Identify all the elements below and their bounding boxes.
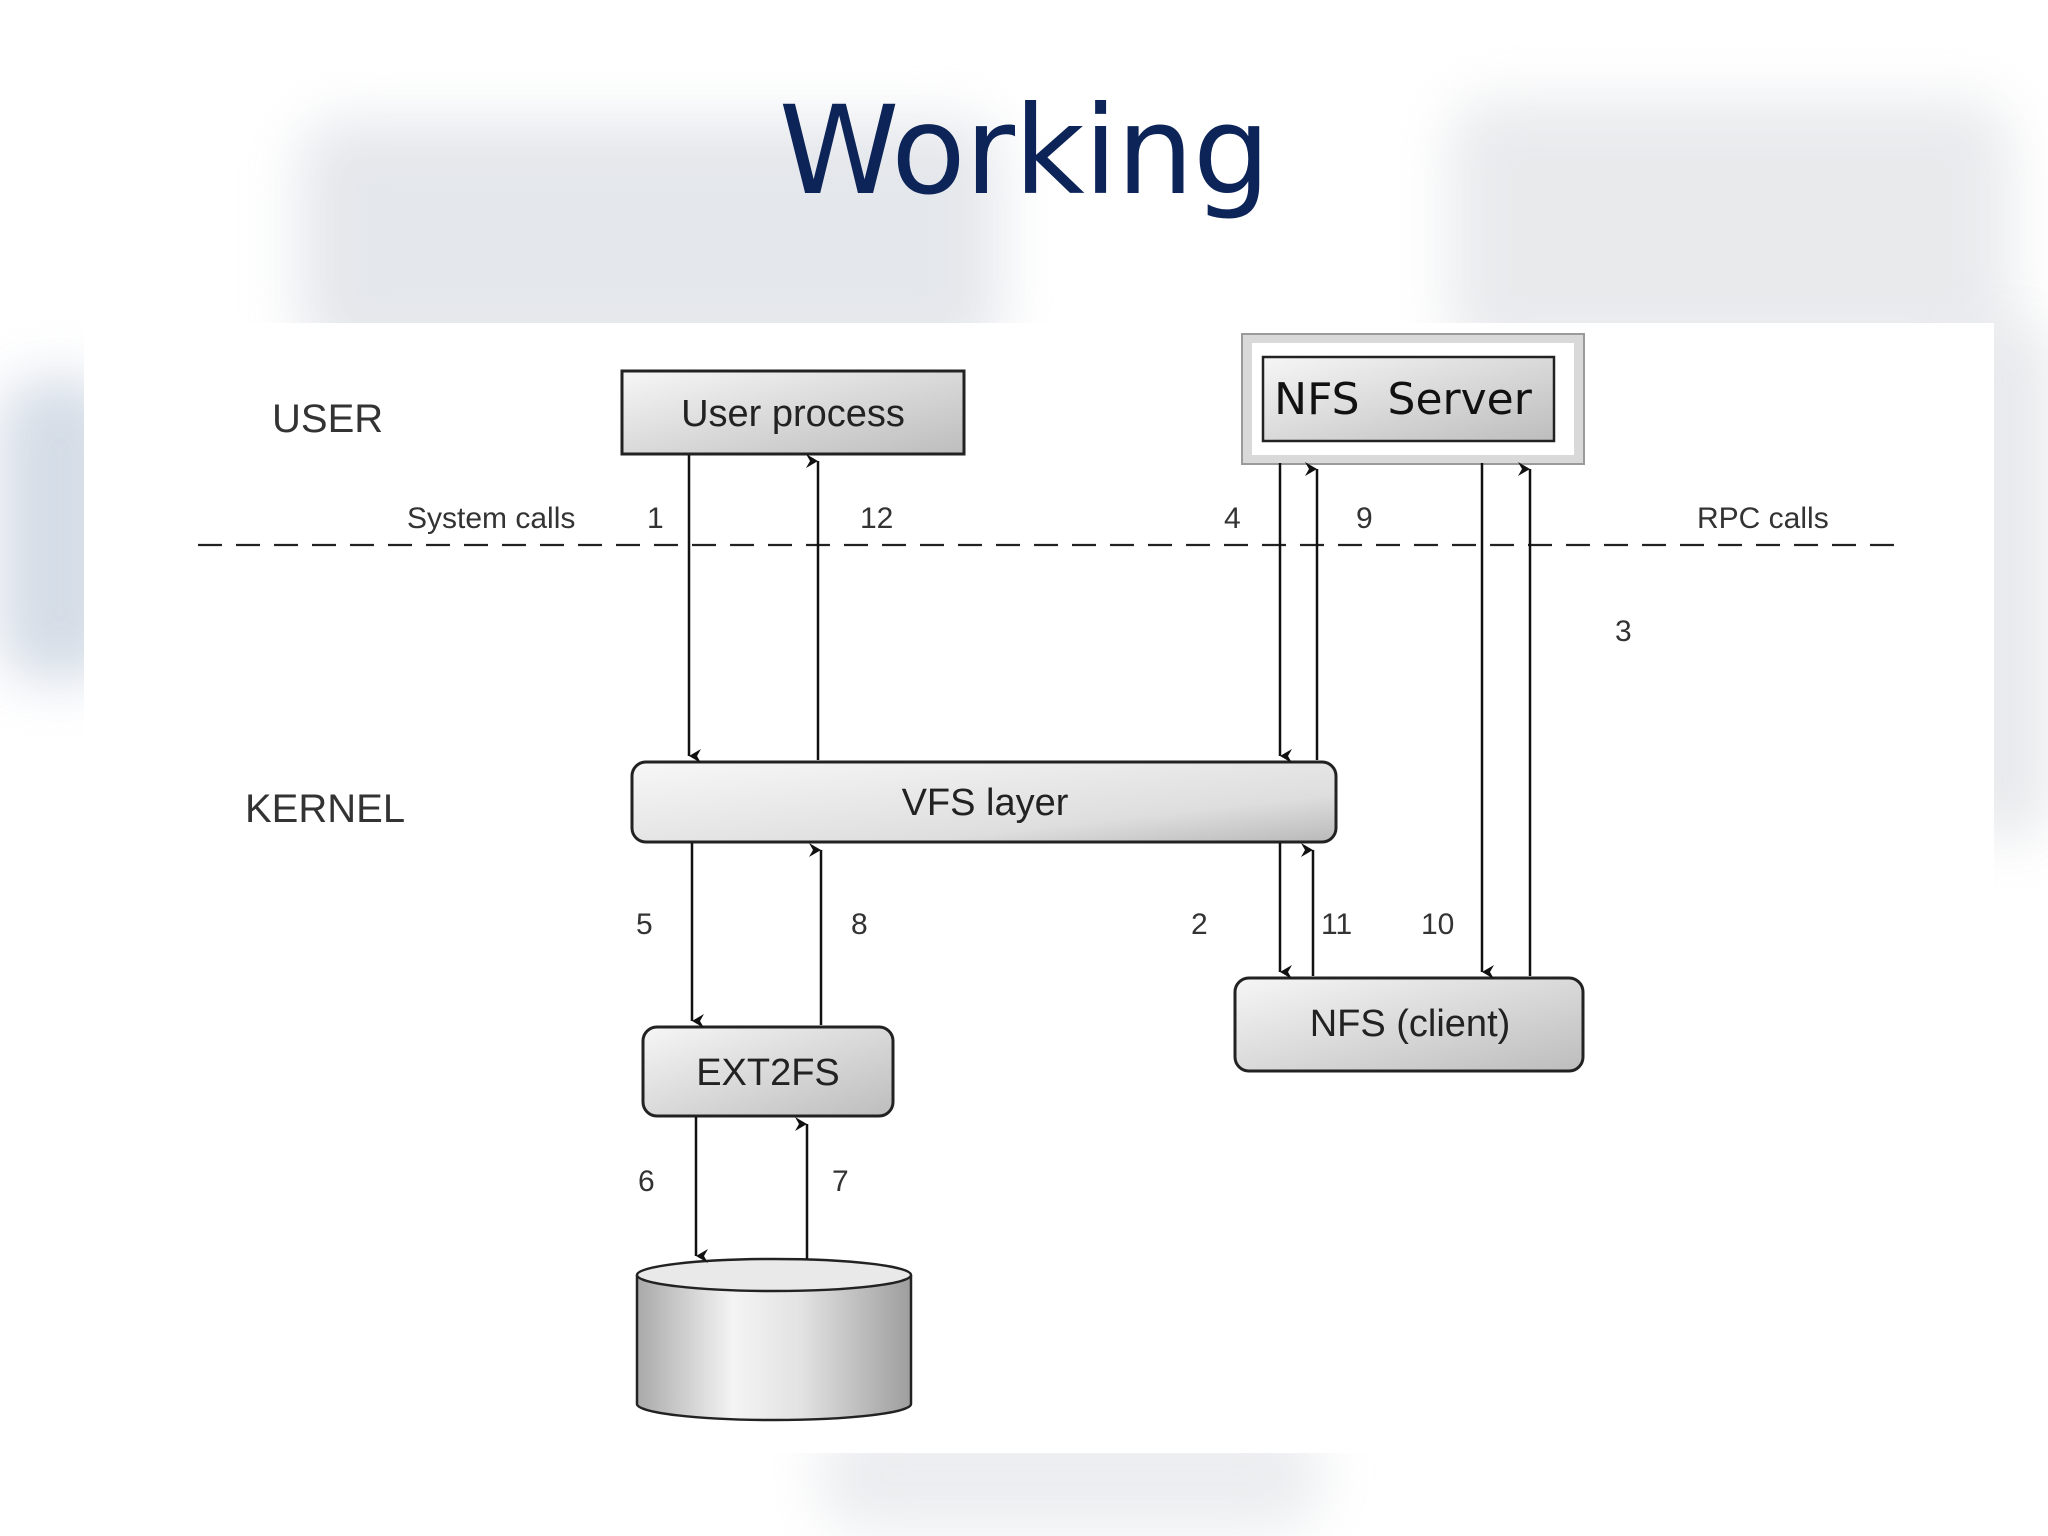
nfs-server-label: NFS Server <box>1274 374 1533 425</box>
system-calls-label: System calls <box>407 502 575 535</box>
ext2fs-label: EXT2FS <box>696 1052 840 1094</box>
step-label-8: 8 <box>851 908 868 941</box>
step-label-7: 7 <box>832 1165 849 1198</box>
nfs-client-label: NFS (client) <box>1310 1003 1511 1045</box>
step-label-2: 2 <box>1191 908 1208 941</box>
ext2fs-box: EXT2FS <box>641 1025 895 1118</box>
vfs-layer-label: VFS layer <box>902 782 1069 824</box>
diagram-panel <box>84 323 1994 1453</box>
step-label-6: 6 <box>638 1165 655 1198</box>
step-label-3: 3 <box>1615 615 1632 648</box>
step-label-9: 9 <box>1356 502 1373 535</box>
step-label-4: 4 <box>1224 502 1241 535</box>
step-label-12: 12 <box>860 502 893 535</box>
rpc-calls-label: RPC calls <box>1697 502 1829 535</box>
slide-title: Working <box>778 80 1271 222</box>
step-label-10: 10 <box>1421 908 1454 941</box>
user-process-label: User process <box>681 393 905 435</box>
user-region-label: USER <box>272 397 383 441</box>
user-process-box: User process <box>620 369 966 456</box>
nfs-server-box: NFS Server <box>1241 333 1585 465</box>
step-label-5: 5 <box>636 908 653 941</box>
disk-storage <box>635 1257 913 1422</box>
step-label-1: 1 <box>647 502 664 535</box>
kernel-region-label: KERNEL <box>245 787 405 831</box>
vfs-layer-box: VFS layer <box>630 760 1338 844</box>
nfs-client-box: NFS (client) <box>1233 976 1585 1073</box>
step-label-11: 11 <box>1321 908 1352 941</box>
